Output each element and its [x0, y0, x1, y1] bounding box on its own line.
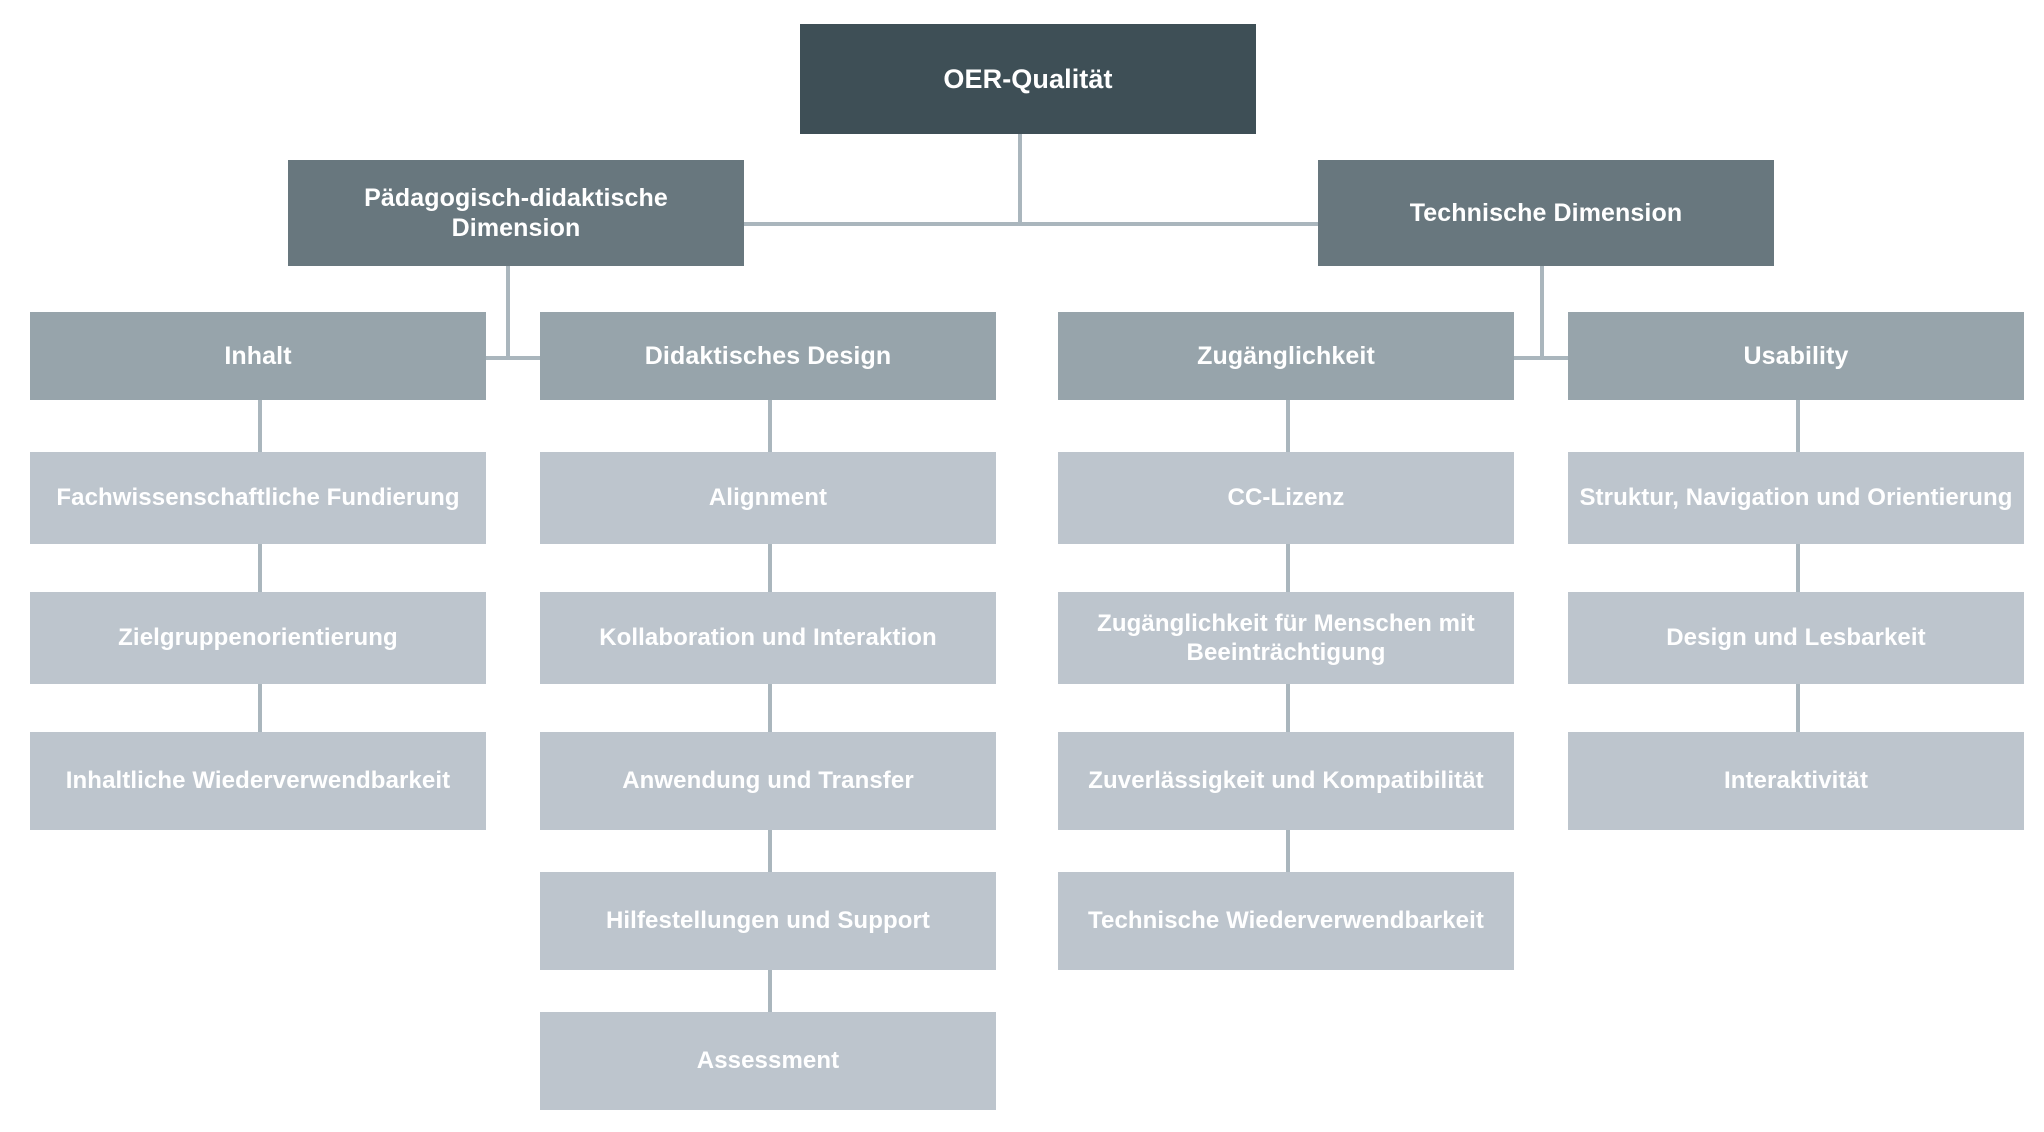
node-criterion-assessment[interactable]: Assessment: [540, 1012, 996, 1110]
node-category-usability[interactable]: Usability: [1568, 312, 2024, 400]
connector-left-dimension-stem: [506, 266, 510, 360]
node-criterion-label: Fachwissenschaftliche Fundierung: [56, 484, 460, 512]
node-criterion-label: Zuverlässigkeit und Kompatibilität: [1088, 767, 1484, 795]
node-criterion-zielgruppenorientierung[interactable]: Zielgruppenorientierung: [30, 592, 486, 684]
connector-dimension-spine: [508, 222, 1542, 226]
node-category-inhalt-label: Inhalt: [224, 341, 292, 370]
node-criterion-technische-wiederverwendbarkeit[interactable]: Technische Wiederverwendbarkeit: [1058, 872, 1514, 970]
node-criterion-kollaboration-und-interaktion[interactable]: Kollaboration und Interaktion: [540, 592, 996, 684]
node-root-label: OER-Qualität: [943, 63, 1113, 94]
node-criterion-alignment[interactable]: Alignment: [540, 452, 996, 544]
node-criterion-design-und-lesbarkeit[interactable]: Design und Lesbarkeit: [1568, 592, 2024, 684]
node-category-usability-label: Usability: [1743, 341, 1849, 370]
node-criterion-zugaenglichkeit-beeintraechtigung[interactable]: Zugänglichkeit für Menschen mit Beeinträ…: [1058, 592, 1514, 684]
node-category-zugaenglichkeit-label: Zugänglichkeit: [1197, 341, 1375, 370]
node-criterion-label: Anwendung und Transfer: [622, 767, 914, 795]
node-criterion-label: Zielgruppenorientierung: [118, 624, 398, 652]
node-category-inhalt[interactable]: Inhalt: [30, 312, 486, 400]
node-dimension-paedagogisch-label: Pädagogisch-didaktische Dimension: [364, 183, 668, 243]
node-criterion-anwendung-und-transfer[interactable]: Anwendung und Transfer: [540, 732, 996, 830]
node-category-didaktisches-design-label: Didaktisches Design: [644, 341, 892, 370]
connector-right-dimension-stem: [1540, 266, 1544, 360]
node-criterion-label: Interaktivität: [1723, 767, 1869, 795]
node-dimension-technische-label: Technische Dimension: [1409, 198, 1683, 227]
node-category-didaktisches-design[interactable]: Didaktisches Design: [540, 312, 996, 400]
connector-right-category-spine: [1288, 356, 1798, 360]
node-criterion-label: Design und Lesbarkeit: [1666, 624, 1926, 652]
node-criterion-fachwissenschaftliche-fundierung[interactable]: Fachwissenschaftliche Fundierung: [30, 452, 486, 544]
node-criterion-label: Struktur, Navigation und Orientierung: [1579, 484, 2013, 512]
node-criterion-label: Alignment: [708, 484, 828, 512]
node-criterion-zuverlaessigkeit-und-kompatibilitaet[interactable]: Zuverlässigkeit und Kompatibilität: [1058, 732, 1514, 830]
node-criterion-label: Kollaboration und Interaktion: [599, 624, 937, 652]
node-root[interactable]: OER-Qualität: [800, 24, 1256, 134]
connector-root-stem: [1018, 134, 1022, 224]
node-category-zugaenglichkeit[interactable]: Zugänglichkeit: [1058, 312, 1514, 400]
connector-column-zugaenglichkeit: [1286, 400, 1290, 970]
node-criterion-label: Technische Wiederverwendbarkeit: [1088, 907, 1484, 935]
node-criterion-hilfestellungen-und-support[interactable]: Hilfestellungen und Support: [540, 872, 996, 970]
node-criterion-interaktivitaet[interactable]: Interaktivität: [1568, 732, 2024, 830]
node-dimension-paedagogisch[interactable]: Pädagogisch-didaktische Dimension: [288, 160, 744, 266]
node-criterion-cc-lizenz[interactable]: CC-Lizenz: [1058, 452, 1514, 544]
node-criterion-label: Hilfestellungen und Support: [605, 907, 931, 935]
node-criterion-inhaltliche-wiederverwendbarkeit[interactable]: Inhaltliche Wiederverwendbarkeit: [30, 732, 486, 830]
node-criterion-label: CC-Lizenz: [1227, 484, 1345, 512]
node-criterion-label: Assessment: [696, 1047, 840, 1075]
node-criterion-label: Inhaltliche Wiederverwendbarkeit: [65, 767, 451, 795]
node-criterion-label: Zugänglichkeit für Menschen mit Beeinträ…: [1097, 609, 1475, 666]
connector-left-category-spine: [258, 356, 768, 360]
node-criterion-struktur-navigation-orientierung[interactable]: Struktur, Navigation und Orientierung: [1568, 452, 2024, 544]
node-dimension-technische[interactable]: Technische Dimension: [1318, 160, 1774, 266]
